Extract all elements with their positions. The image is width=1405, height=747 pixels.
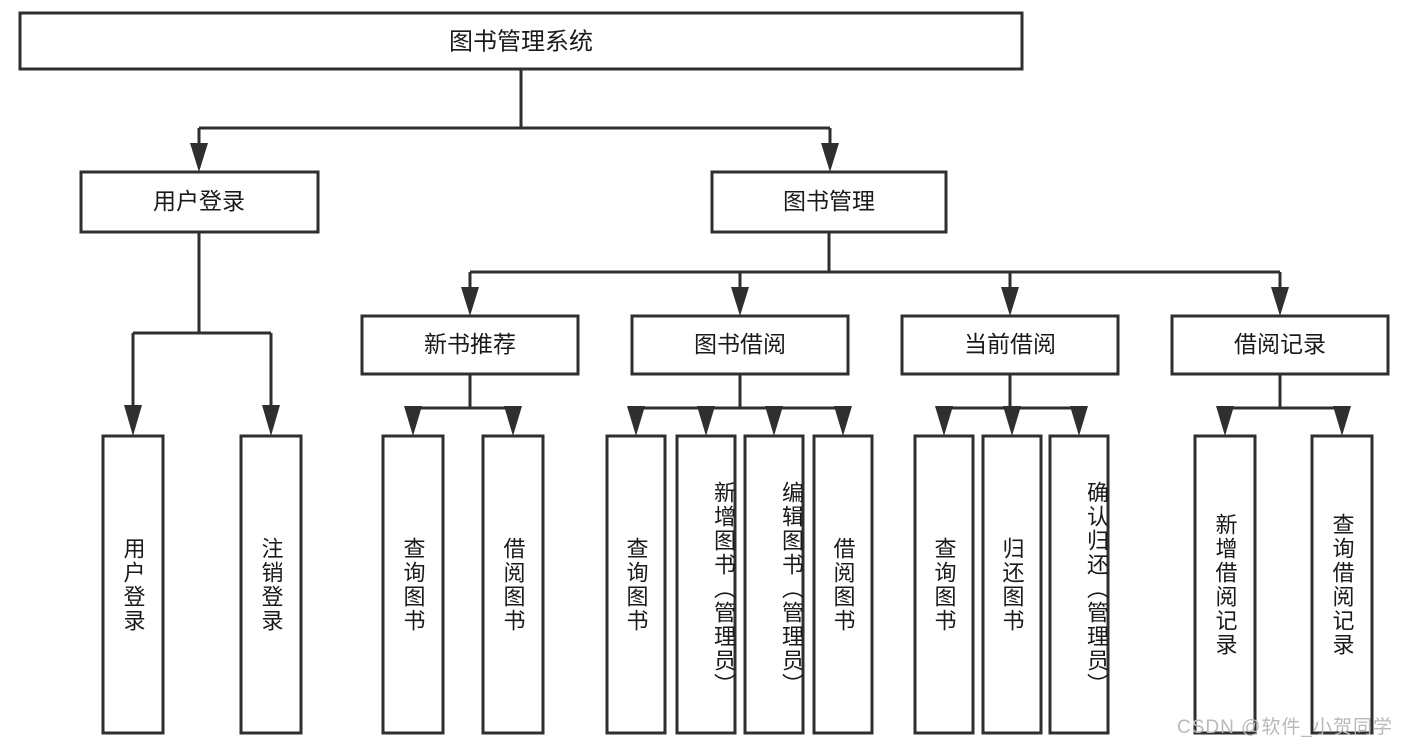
node-book-management[interactable]: 图书管理 xyxy=(710,170,948,234)
arrow-head-icon xyxy=(627,406,645,436)
node-new-book-recommend-label: 新书推荐 xyxy=(424,331,516,357)
node-borrow-record[interactable]: 借阅记录 xyxy=(1170,314,1390,376)
arrow-head-icon xyxy=(821,143,839,172)
arrow-head-icon xyxy=(1333,406,1351,436)
arrow-head-icon xyxy=(461,287,479,316)
node-book-borrow-label: 图书借阅 xyxy=(694,331,786,357)
arrow-head-icon xyxy=(124,405,142,436)
leaf-box[interactable] xyxy=(481,434,545,735)
connector-user-login-to-leaves xyxy=(124,232,280,436)
leaf-box[interactable] xyxy=(675,434,737,735)
node-current-borrow-label: 当前借阅 xyxy=(964,331,1056,357)
leaf-box[interactable] xyxy=(1048,434,1110,735)
watermark-text: CSDN @软件_小贺同学 xyxy=(1177,717,1393,738)
leaf-box[interactable] xyxy=(101,434,165,735)
node-root-label: 图书管理系统 xyxy=(449,28,593,55)
arrow-head-icon xyxy=(935,406,953,436)
leaf-box[interactable] xyxy=(743,434,805,735)
arrow-head-icon xyxy=(1216,406,1234,436)
arrow-head-icon xyxy=(1003,406,1021,436)
arrow-head-icon xyxy=(262,405,280,436)
arrow-head-icon xyxy=(1001,287,1019,316)
leaf-box[interactable] xyxy=(981,434,1043,735)
arrow-head-icon xyxy=(765,406,783,436)
arrow-head-icon xyxy=(1271,287,1289,316)
leaf-box[interactable] xyxy=(913,434,975,735)
leaf-box[interactable] xyxy=(812,434,874,735)
node-root[interactable]: 图书管理系统 xyxy=(18,11,1024,71)
leaf-box[interactable] xyxy=(1310,434,1374,735)
leaf-box[interactable] xyxy=(381,434,445,735)
connector-current-borrow-to-leaves xyxy=(935,374,1088,436)
node-book-borrow[interactable]: 图书借阅 xyxy=(630,314,850,376)
arrow-head-icon xyxy=(504,406,522,436)
node-current-borrow[interactable]: 当前借阅 xyxy=(900,314,1120,376)
node-new-book-recommend[interactable]: 新书推荐 xyxy=(360,314,580,376)
node-user-login-label: 用户登录 xyxy=(153,188,245,214)
leaf-box[interactable] xyxy=(605,434,667,735)
arrow-head-icon xyxy=(731,287,749,316)
arrow-head-icon xyxy=(190,143,208,172)
connector-book-borrow-to-leaves xyxy=(627,374,852,436)
arrow-head-icon xyxy=(404,406,422,436)
arrow-head-icon xyxy=(1070,406,1088,436)
node-book-management-label: 图书管理 xyxy=(783,188,875,214)
leaf-box[interactable] xyxy=(239,434,303,735)
leaf-box[interactable] xyxy=(1193,434,1257,735)
node-user-login[interactable]: 用户登录 xyxy=(79,170,320,234)
connector-root-to-level2 xyxy=(190,69,839,172)
connector-book-management-to-level3 xyxy=(461,232,1289,316)
connector-borrow-record-to-leaves xyxy=(1216,374,1351,436)
node-borrow-record-label: 借阅记录 xyxy=(1234,331,1326,357)
connector-new-book-recommend-to-leaves xyxy=(404,374,522,436)
arrow-head-icon xyxy=(697,406,715,436)
arrow-head-icon xyxy=(834,406,852,436)
